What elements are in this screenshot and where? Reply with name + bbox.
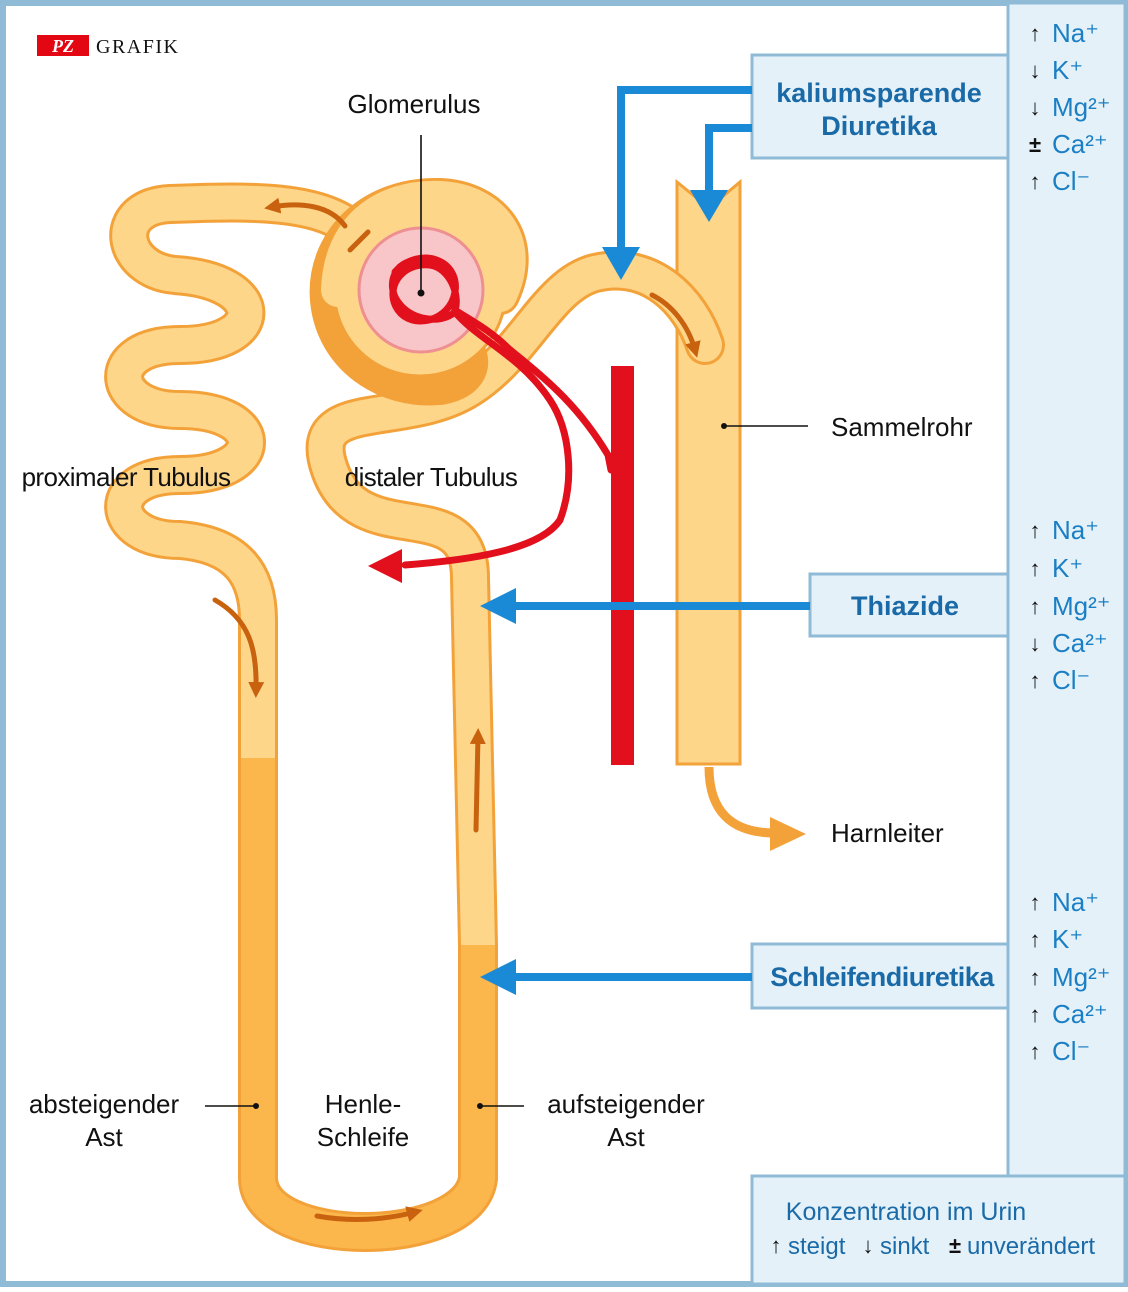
svg-text:↑: ↑ <box>1030 594 1041 619</box>
svg-text:K⁺: K⁺ <box>1052 55 1083 85</box>
ion-list-kaliumsparend: ↑ Na⁺ ↓ K⁺ ↓ Mg²⁺ ± Ca²⁺ ↑ Cl⁻ <box>1029 18 1111 196</box>
svg-text:Ca²⁺: Ca²⁺ <box>1052 628 1108 658</box>
drug-schleifen: Schleifendiuretika <box>770 962 995 992</box>
drug-box-kaliumsparend <box>750 53 1010 160</box>
svg-text:Ca²⁺: Ca²⁺ <box>1052 129 1108 159</box>
svg-text:↑: ↑ <box>1030 890 1041 915</box>
svg-text:Cl⁻: Cl⁻ <box>1052 665 1090 695</box>
svg-text:↓: ↓ <box>863 1233 874 1258</box>
ureter-arrow <box>704 766 776 838</box>
label-glomerulus: Glomerulus <box>348 89 481 119</box>
collecting-duct <box>675 178 742 766</box>
svg-text:↓: ↓ <box>1030 631 1041 656</box>
blood-vessels <box>388 254 615 569</box>
svg-text:↑: ↑ <box>1030 556 1041 581</box>
ion-list-thiazide: ↑ Na⁺ ↑ K⁺ ↑ Mg²⁺ ↓ Ca²⁺ ↑ Cl⁻ <box>1030 515 1111 695</box>
svg-text:↑: ↑ <box>1030 668 1041 693</box>
svg-text:unverändert: unverändert <box>967 1233 1095 1260</box>
blue-arrows <box>512 86 810 981</box>
svg-text:Ca²⁺: Ca²⁺ <box>1052 999 1108 1029</box>
ureter-arrow-head <box>770 817 806 851</box>
svg-text:Mg²⁺: Mg²⁺ <box>1052 92 1111 122</box>
svg-text:↓: ↓ <box>1030 58 1041 83</box>
brand-badge <box>37 35 89 56</box>
svg-text:Na⁺: Na⁺ <box>1052 18 1099 48</box>
efferent-arrow-head <box>368 549 402 583</box>
label-henle-2: Schleife <box>317 1122 410 1152</box>
svg-text:↑: ↑ <box>1030 21 1041 46</box>
drug-kaliumsparend-line1: kaliumsparende <box>776 78 982 108</box>
svg-text:↑: ↑ <box>1030 1002 1041 1027</box>
label-descending-1: absteigender <box>29 1089 180 1119</box>
svg-text:↑: ↑ <box>771 1233 782 1258</box>
svg-text:steigt: steigt <box>788 1233 846 1260</box>
brand-badge-text: PZ <box>51 36 74 56</box>
blood-vessel-vertical <box>611 366 634 765</box>
svg-text:↓: ↓ <box>1030 95 1041 120</box>
svg-text:Mg²⁺: Mg²⁺ <box>1052 591 1111 621</box>
svg-text:K⁺: K⁺ <box>1052 924 1083 954</box>
svg-text:Cl⁻: Cl⁻ <box>1052 1036 1090 1066</box>
svg-text:±: ± <box>949 1233 961 1258</box>
svg-text:sinkt: sinkt <box>880 1233 930 1260</box>
svg-text:±: ± <box>1029 132 1041 157</box>
svg-text:↑: ↑ <box>1030 1039 1041 1064</box>
legend-items: ↑ steigt ↓ sinkt ± unverändert <box>771 1233 1096 1260</box>
svg-text:↑: ↑ <box>1030 965 1041 990</box>
svg-text:K⁺: K⁺ <box>1052 553 1083 583</box>
ion-panel <box>1006 1 1127 1286</box>
svg-text:↑: ↑ <box>1030 518 1041 543</box>
label-henle-1: Henle- <box>325 1089 402 1119</box>
label-ascending-2: Ast <box>607 1122 645 1152</box>
label-ascending-1: aufsteigender <box>547 1089 705 1119</box>
drug-box-thiazide <box>808 572 1010 638</box>
label-proximal: proximaler Tubulus <box>22 462 231 492</box>
svg-text:↑: ↑ <box>1030 169 1041 194</box>
label-descending-2: Ast <box>85 1122 123 1152</box>
ion-list-schleifen: ↑ Na⁺ ↑ K⁺ ↑ Mg²⁺ ↑ Ca²⁺ ↑ Cl⁻ <box>1030 887 1111 1066</box>
svg-text:Cl⁻: Cl⁻ <box>1052 166 1090 196</box>
label-distal: distaler Tubulus <box>345 462 518 492</box>
svg-text:↑: ↑ <box>1030 927 1041 952</box>
flow-arrows <box>212 197 701 1222</box>
svg-text:Na⁺: Na⁺ <box>1052 515 1099 545</box>
drug-box-schleifen <box>750 942 1010 1010</box>
legend-box <box>750 1174 1127 1286</box>
drug-kaliumsparend-line2: Diuretika <box>821 111 938 141</box>
pointer-lines <box>205 135 808 1107</box>
brand-text: GRAFIK <box>96 36 179 58</box>
drug-thiazide: Thiazide <box>851 591 959 621</box>
svg-text:Mg²⁺: Mg²⁺ <box>1052 962 1111 992</box>
label-ureter: Harnleiter <box>831 818 944 848</box>
svg-text:Na⁺: Na⁺ <box>1052 887 1099 917</box>
legend-title: Konzentration im Urin <box>786 1198 1026 1226</box>
label-collecting: Sammelrohr <box>831 412 973 442</box>
cap-mark <box>347 229 371 253</box>
